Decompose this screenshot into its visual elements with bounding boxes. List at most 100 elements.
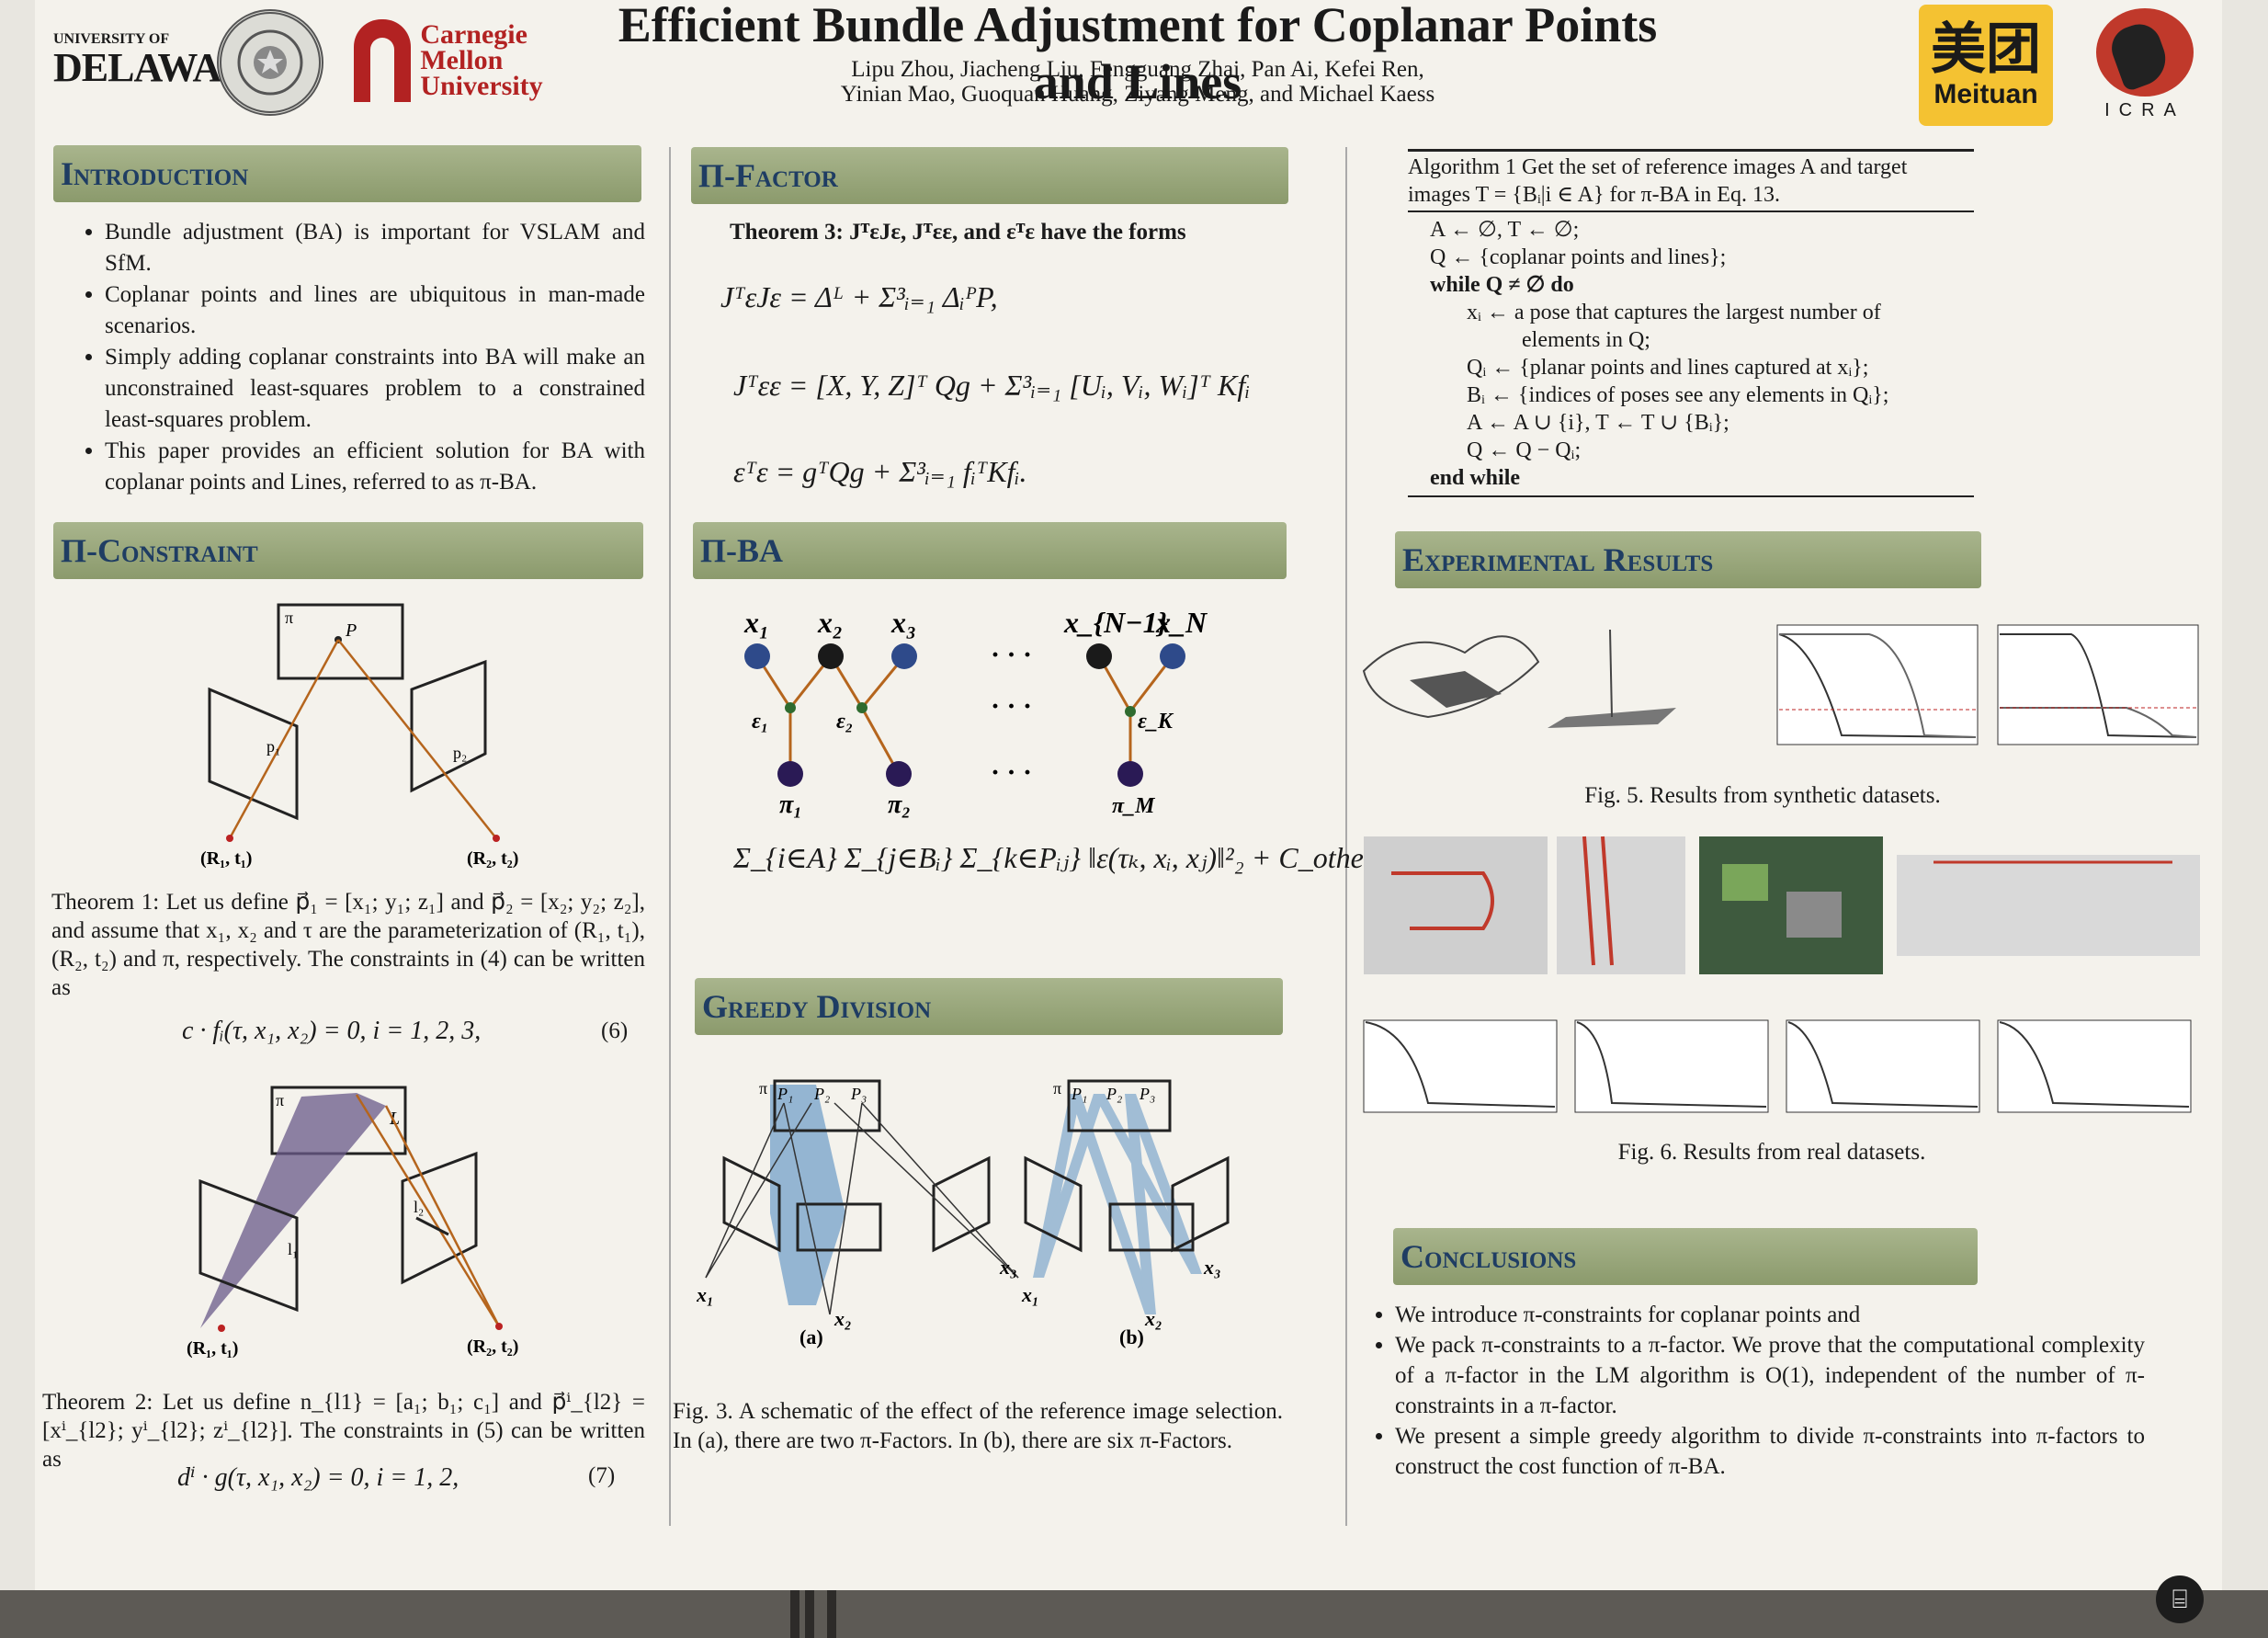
- shaded-plane: [200, 1093, 386, 1328]
- cmu-line-3: University: [420, 71, 543, 101]
- factor-graph-figure: x₁ x₂ x₃ x_{N−1} x_N π₁ π₂ π_M ε₁ ε₂ ε_K…: [743, 606, 1208, 819]
- meituan-logo: 美团 Meituan: [1919, 5, 2053, 126]
- synthetic-plane: [1548, 708, 1676, 728]
- camera-2-plane: [401, 1151, 478, 1285]
- pi-ba-header: Π-BA: [693, 522, 1287, 579]
- poster-title: Efficient Bundle Adjustment for Coplanar…: [618, 0, 1658, 109]
- p2-label: P₂: [813, 1085, 830, 1103]
- ray-2: [337, 639, 497, 839]
- pi-constraint-header: Π-Constraint: [53, 522, 643, 579]
- p1-label: P₁: [1071, 1085, 1087, 1103]
- rt2-label: (R₂, t₂): [467, 1337, 518, 1357]
- greedy-division-figure: P₁ P₂ P₃ π x₁ x₂ x₃ (a) π P₁ P₂ P₃ x₁: [697, 1079, 1230, 1348]
- ray-2b: [384, 1105, 501, 1327]
- plane-label-2: π₂: [888, 791, 911, 819]
- pose-label-3: x₃: [890, 606, 916, 639]
- synthetic-plot-2: [1997, 624, 2199, 745]
- rt2-label: (R₂, t₂): [467, 848, 518, 869]
- conclusions-header: Conclusions: [1393, 1228, 1978, 1285]
- greedy-division-header: Greedy Division: [695, 978, 1283, 1035]
- pi-ba-cost-function: Σ_{i∈A} Σ_{j∈Bᵢ} Σ_{k∈Pᵢⱼ} ‖ε(τₖ, xᵢ, xⱼ…: [733, 841, 1376, 874]
- algorithm-body: A ← ∅, T ← ∅; Q ← {coplanar points and l…: [1408, 212, 1974, 497]
- synthetic-plot-1: [1776, 624, 1979, 745]
- plane-rect: [277, 603, 404, 680]
- pose-node: [1160, 643, 1185, 669]
- column-divider: [1345, 147, 1347, 1526]
- icra-hand-icon: [2096, 7, 2194, 97]
- plane-label: π: [276, 1091, 284, 1109]
- synthetic-scene-blob: [1410, 671, 1502, 708]
- algorithm-line: Bᵢ ← {indices of poses see any elements …: [1467, 383, 1889, 407]
- theorem-2: Theorem 2: Let us define n_{l1} = [a₁; b…: [42, 1390, 645, 1472]
- algorithm-line: Qᵢ ← {planar points and lines captured a…: [1467, 356, 1869, 380]
- l1-label: l₁: [288, 1240, 298, 1258]
- stand-leg: [790, 1590, 799, 1638]
- pose-node: [818, 643, 844, 669]
- real-scene-2: [1557, 836, 1685, 974]
- plane-label: π: [1053, 1079, 1061, 1098]
- meituan-en: Meituan: [1933, 79, 2038, 109]
- p1-label: p₁: [266, 737, 280, 756]
- pose-label-n-1: x_{N−1}: [1063, 606, 1168, 639]
- plane-label: π: [285, 609, 293, 627]
- pose-node: [891, 643, 917, 669]
- p1-label: P₁: [777, 1085, 793, 1103]
- ud-logo-small: UNIVERSITY OF: [53, 31, 170, 47]
- rt1-label: (R₁, t₁): [187, 1338, 238, 1359]
- conclusions-text: We introduce π-constraints for coplanar …: [1358, 1300, 2145, 1482]
- theorem-1: Theorem 1: Let us define p⃗₁ = [x₁; y₁; …: [51, 890, 645, 1000]
- theorem-3: Theorem 3: JᵀεJε, Jᵀεε, and εᵀε have the…: [730, 220, 1186, 245]
- algorithm-line: A ← ∅, T ← ∅;: [1430, 218, 1580, 242]
- equation-7: dⁱ · g(τ, x₁, x₂) = 0, i = 1, 2,: [177, 1463, 459, 1492]
- stand-leg: [805, 1590, 814, 1638]
- list-item: We present a simple greedy algorithm to …: [1395, 1421, 2145, 1482]
- line-label: L: [389, 1109, 400, 1129]
- algorithm-line: end while: [1430, 466, 1521, 490]
- plane-node: [1117, 761, 1143, 787]
- ellipsis: · · ·: [991, 640, 1032, 670]
- equation-ete: εᵀε = gᵀQg + Σ³ᵢ₌₁ fᵢᵀKfᵢ.: [733, 455, 1027, 488]
- ellipsis: · · ·: [991, 757, 1032, 788]
- rt1-label: (R₁, t₁): [200, 848, 252, 869]
- pose-label-2: x₂: [817, 606, 843, 639]
- university-seal-logo: [217, 9, 323, 116]
- plane-label: π: [759, 1079, 767, 1098]
- pose-label-n: x_N: [1155, 606, 1208, 639]
- real-scene-4: [1897, 855, 2200, 956]
- meituan-cn: 美团: [1931, 17, 2041, 82]
- authors-line-2: Yinian Mao, Guoquan Huang, Ziyang Meng, …: [840, 82, 1435, 107]
- camera-1-plane: [198, 1178, 299, 1313]
- conclusions-list: We introduce π-constraints for coplanar …: [1358, 1300, 2145, 1482]
- robotics-institute-icon: [354, 19, 412, 102]
- real-scene-3: [1699, 836, 1883, 974]
- camera-1-center: [226, 835, 233, 842]
- camera-1-plane: [208, 687, 299, 821]
- cmu-line-1: Carnegie: [420, 19, 527, 50]
- ray-2a: [355, 1094, 501, 1327]
- real-plot-row: [1363, 1019, 2192, 1113]
- scan-text-icon[interactable]: ⌸: [2156, 1575, 2204, 1623]
- algorithm-line: elements in Q;: [1522, 328, 1650, 352]
- introduction-text: Bundle adjustment (BA) is important for …: [53, 217, 645, 498]
- ellipsis: · · ·: [991, 691, 1032, 722]
- algorithm-1: Algorithm 1 Get the set of reference ima…: [1408, 149, 1974, 497]
- algorithm-line: Q ← Q − Qᵢ;: [1467, 438, 1582, 462]
- icra-logo: ICRA: [2086, 5, 2204, 124]
- algorithm-line: while Q ≠ ∅ do: [1430, 273, 1574, 297]
- camera-2-center: [495, 1323, 503, 1330]
- factor-node: [1125, 706, 1136, 717]
- equation-jtj: JᵀεJε = Δᴸ + Σ³ᵢ₌₁ ΔᵢᴾP,: [720, 280, 998, 313]
- factor-label-1: ε₁: [752, 710, 768, 734]
- figure-6-caption: Fig. 6. Results from real datasets.: [1617, 1140, 1926, 1165]
- plane-label-1: π₁: [779, 791, 802, 819]
- factor-node: [856, 702, 868, 713]
- university-of-delaware-logo: UNIVERSITY OF DELAWARE: [53, 18, 276, 101]
- equation-6-number: (6): [601, 1018, 629, 1043]
- synthetic-results-figure: [1362, 624, 2199, 745]
- seal-icon: [237, 29, 303, 96]
- authors-line-1: Lipu Zhou, Jiacheng Liu, Fengguang Zhai,…: [851, 57, 1424, 82]
- list-item: This paper provides an efficient solutio…: [105, 436, 645, 498]
- label-b: (b): [1119, 1325, 1144, 1348]
- plane-label-m: π_M: [1112, 794, 1156, 818]
- ray-1: [228, 639, 340, 839]
